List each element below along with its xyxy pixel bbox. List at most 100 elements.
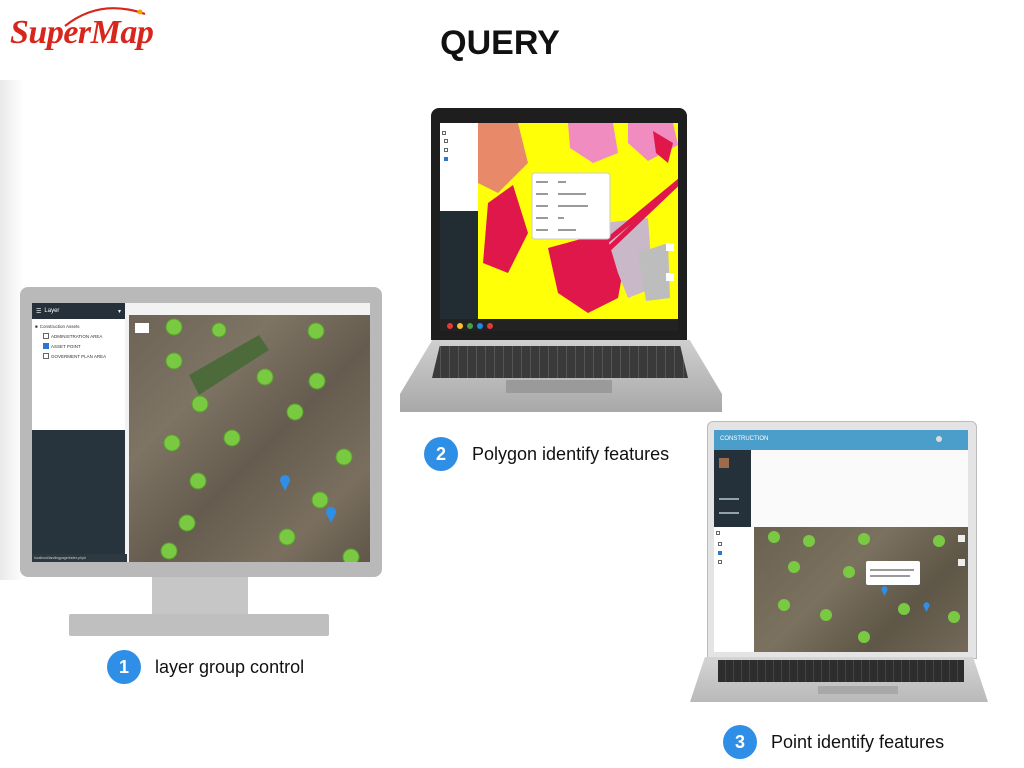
polygon-feature[interactable]	[603, 218, 653, 298]
layer-checkbox[interactable]	[716, 531, 720, 535]
layer-checkbox[interactable]	[442, 131, 446, 135]
polygon-feature[interactable]	[564, 178, 678, 288]
cluster-marker-icon[interactable]	[256, 368, 274, 386]
laptop-trackpad	[506, 380, 612, 393]
layer-checkbox[interactable]	[43, 343, 49, 349]
polygon-map[interactable]	[478, 123, 678, 319]
sidebar-item[interactable]	[719, 512, 739, 514]
supermap-logo: SuperMap	[10, 14, 154, 52]
map-control-button[interactable]	[666, 273, 674, 281]
polygon-feature[interactable]	[638, 243, 670, 301]
cluster-marker-icon[interactable]	[311, 491, 329, 509]
map-control-button[interactable]	[958, 559, 965, 566]
layer-item-label: GOVERMENT PLAN AREA	[51, 353, 107, 359]
cluster-marker-icon[interactable]	[223, 429, 241, 447]
cluster-marker-icon[interactable]	[898, 603, 910, 615]
polygon-feature[interactable]	[483, 185, 528, 273]
cluster-marker-icon[interactable]	[165, 318, 183, 336]
cluster-marker-icon[interactable]	[858, 533, 870, 545]
cluster-marker-icon[interactable]	[307, 322, 325, 340]
layer-checkbox[interactable]	[444, 157, 448, 161]
layer-item[interactable]	[714, 549, 754, 558]
user-avatar[interactable]	[936, 436, 942, 442]
map-control-button[interactable]	[135, 323, 149, 333]
layer-item-admin-area[interactable]: ADMINISTRATION AREA	[35, 331, 122, 341]
cluster-marker-icon[interactable]	[788, 561, 800, 573]
map-control-button[interactable]	[958, 535, 965, 542]
layer-checkbox[interactable]	[718, 542, 722, 546]
cluster-marker-icon[interactable]	[843, 566, 855, 578]
layer-panel-header[interactable]: ☰ Layer ▾	[32, 303, 125, 319]
cluster-marker-icon[interactable]	[191, 395, 209, 413]
polygon-feature[interactable]	[568, 123, 618, 163]
cluster-marker-icon[interactable]	[165, 352, 183, 370]
layer-checkbox[interactable]	[718, 551, 722, 555]
cluster-marker-icon[interactable]	[803, 535, 815, 547]
taskbar	[440, 319, 678, 331]
cluster-marker-icon[interactable]	[768, 531, 780, 543]
point-overlay	[768, 531, 965, 643]
app-icon[interactable]	[477, 323, 483, 329]
sidebar-item[interactable]	[719, 498, 739, 500]
cluster-marker-icon[interactable]	[211, 322, 227, 338]
layer-checkbox[interactable]	[444, 148, 448, 152]
step-number-badge: 3	[723, 725, 757, 759]
layer-item[interactable]	[714, 527, 754, 540]
layer-item[interactable]	[714, 540, 754, 549]
status-url: localhost/landingpage/index.php#	[32, 554, 127, 562]
layers-icon: ☰	[36, 308, 42, 315]
cluster-marker-icon[interactable]	[163, 434, 181, 452]
layer-panel	[714, 527, 754, 652]
map-marker-icon[interactable]	[280, 475, 290, 491]
cluster-marker-icon[interactable]	[342, 548, 360, 562]
map-marker-icon[interactable]	[326, 507, 336, 523]
layer-checkbox[interactable]	[718, 560, 722, 564]
laptop-trackpad	[818, 686, 898, 694]
app-icon[interactable]	[457, 323, 463, 329]
layer-tree-root	[440, 129, 478, 137]
layer-item[interactable]	[714, 558, 754, 567]
cluster-marker-icon[interactable]	[948, 611, 960, 623]
layer-checkbox[interactable]	[444, 139, 448, 143]
layer-checkbox[interactable]	[43, 353, 49, 359]
cluster-marker-icon[interactable]	[278, 528, 296, 546]
cluster-marker-icon[interactable]	[335, 448, 353, 466]
layer-item-asset-point[interactable]: ASSET POINT	[35, 341, 122, 351]
polygon-feature[interactable]	[478, 123, 528, 193]
caption-text: Polygon identify features	[472, 443, 670, 464]
layer-tree-root[interactable]: ■ Construction Assets	[35, 321, 122, 331]
map-control-button[interactable]	[666, 243, 674, 251]
page-title: QUERY	[440, 24, 560, 62]
cluster-marker-icon[interactable]	[933, 535, 945, 547]
satellite-map[interactable]	[129, 315, 370, 562]
cluster-marker-icon[interactable]	[858, 631, 870, 643]
map-marker-icon[interactable]	[881, 586, 888, 596]
cluster-marker-icon[interactable]	[286, 403, 304, 421]
layer-tree-root-label: Construction Assets	[39, 323, 80, 329]
caption-point-identify: 3 Point identify features	[723, 725, 944, 759]
app-name: CONSTRUCTION	[720, 436, 769, 442]
chevron-down-icon[interactable]: ▾	[117, 308, 121, 315]
content-panel	[751, 450, 968, 527]
polygon-feature[interactable]	[653, 131, 673, 163]
map-marker-icon[interactable]	[923, 602, 930, 612]
layer-item-gov-plan-area[interactable]: GOVERMENT PLAN AREA	[35, 351, 122, 361]
layer-tree: ■ Construction Assets ADMINISTRATION ARE…	[32, 319, 125, 434]
cluster-marker-icon[interactable]	[308, 372, 326, 390]
feature-popup[interactable]	[866, 561, 920, 585]
app-icon[interactable]	[467, 323, 473, 329]
laptop-keyboard	[718, 660, 964, 682]
cluster-marker-icon[interactable]	[820, 609, 832, 621]
cluster-marker-icon[interactable]	[189, 472, 207, 490]
layer-item[interactable]	[440, 155, 478, 164]
layer-item[interactable]	[440, 137, 478, 146]
monitor-screen: ☰ Layer ▾ ■ Construction Assets ADMINIST…	[32, 303, 370, 562]
layer-checkbox[interactable]	[43, 333, 49, 339]
cluster-marker-icon[interactable]	[778, 599, 790, 611]
app-icon[interactable]	[447, 323, 453, 329]
layer-item[interactable]	[440, 146, 478, 155]
cluster-marker-icon[interactable]	[178, 514, 196, 532]
cluster-marker-icon[interactable]	[160, 542, 178, 560]
app-icon[interactable]	[487, 323, 493, 329]
point-map[interactable]	[754, 527, 968, 652]
